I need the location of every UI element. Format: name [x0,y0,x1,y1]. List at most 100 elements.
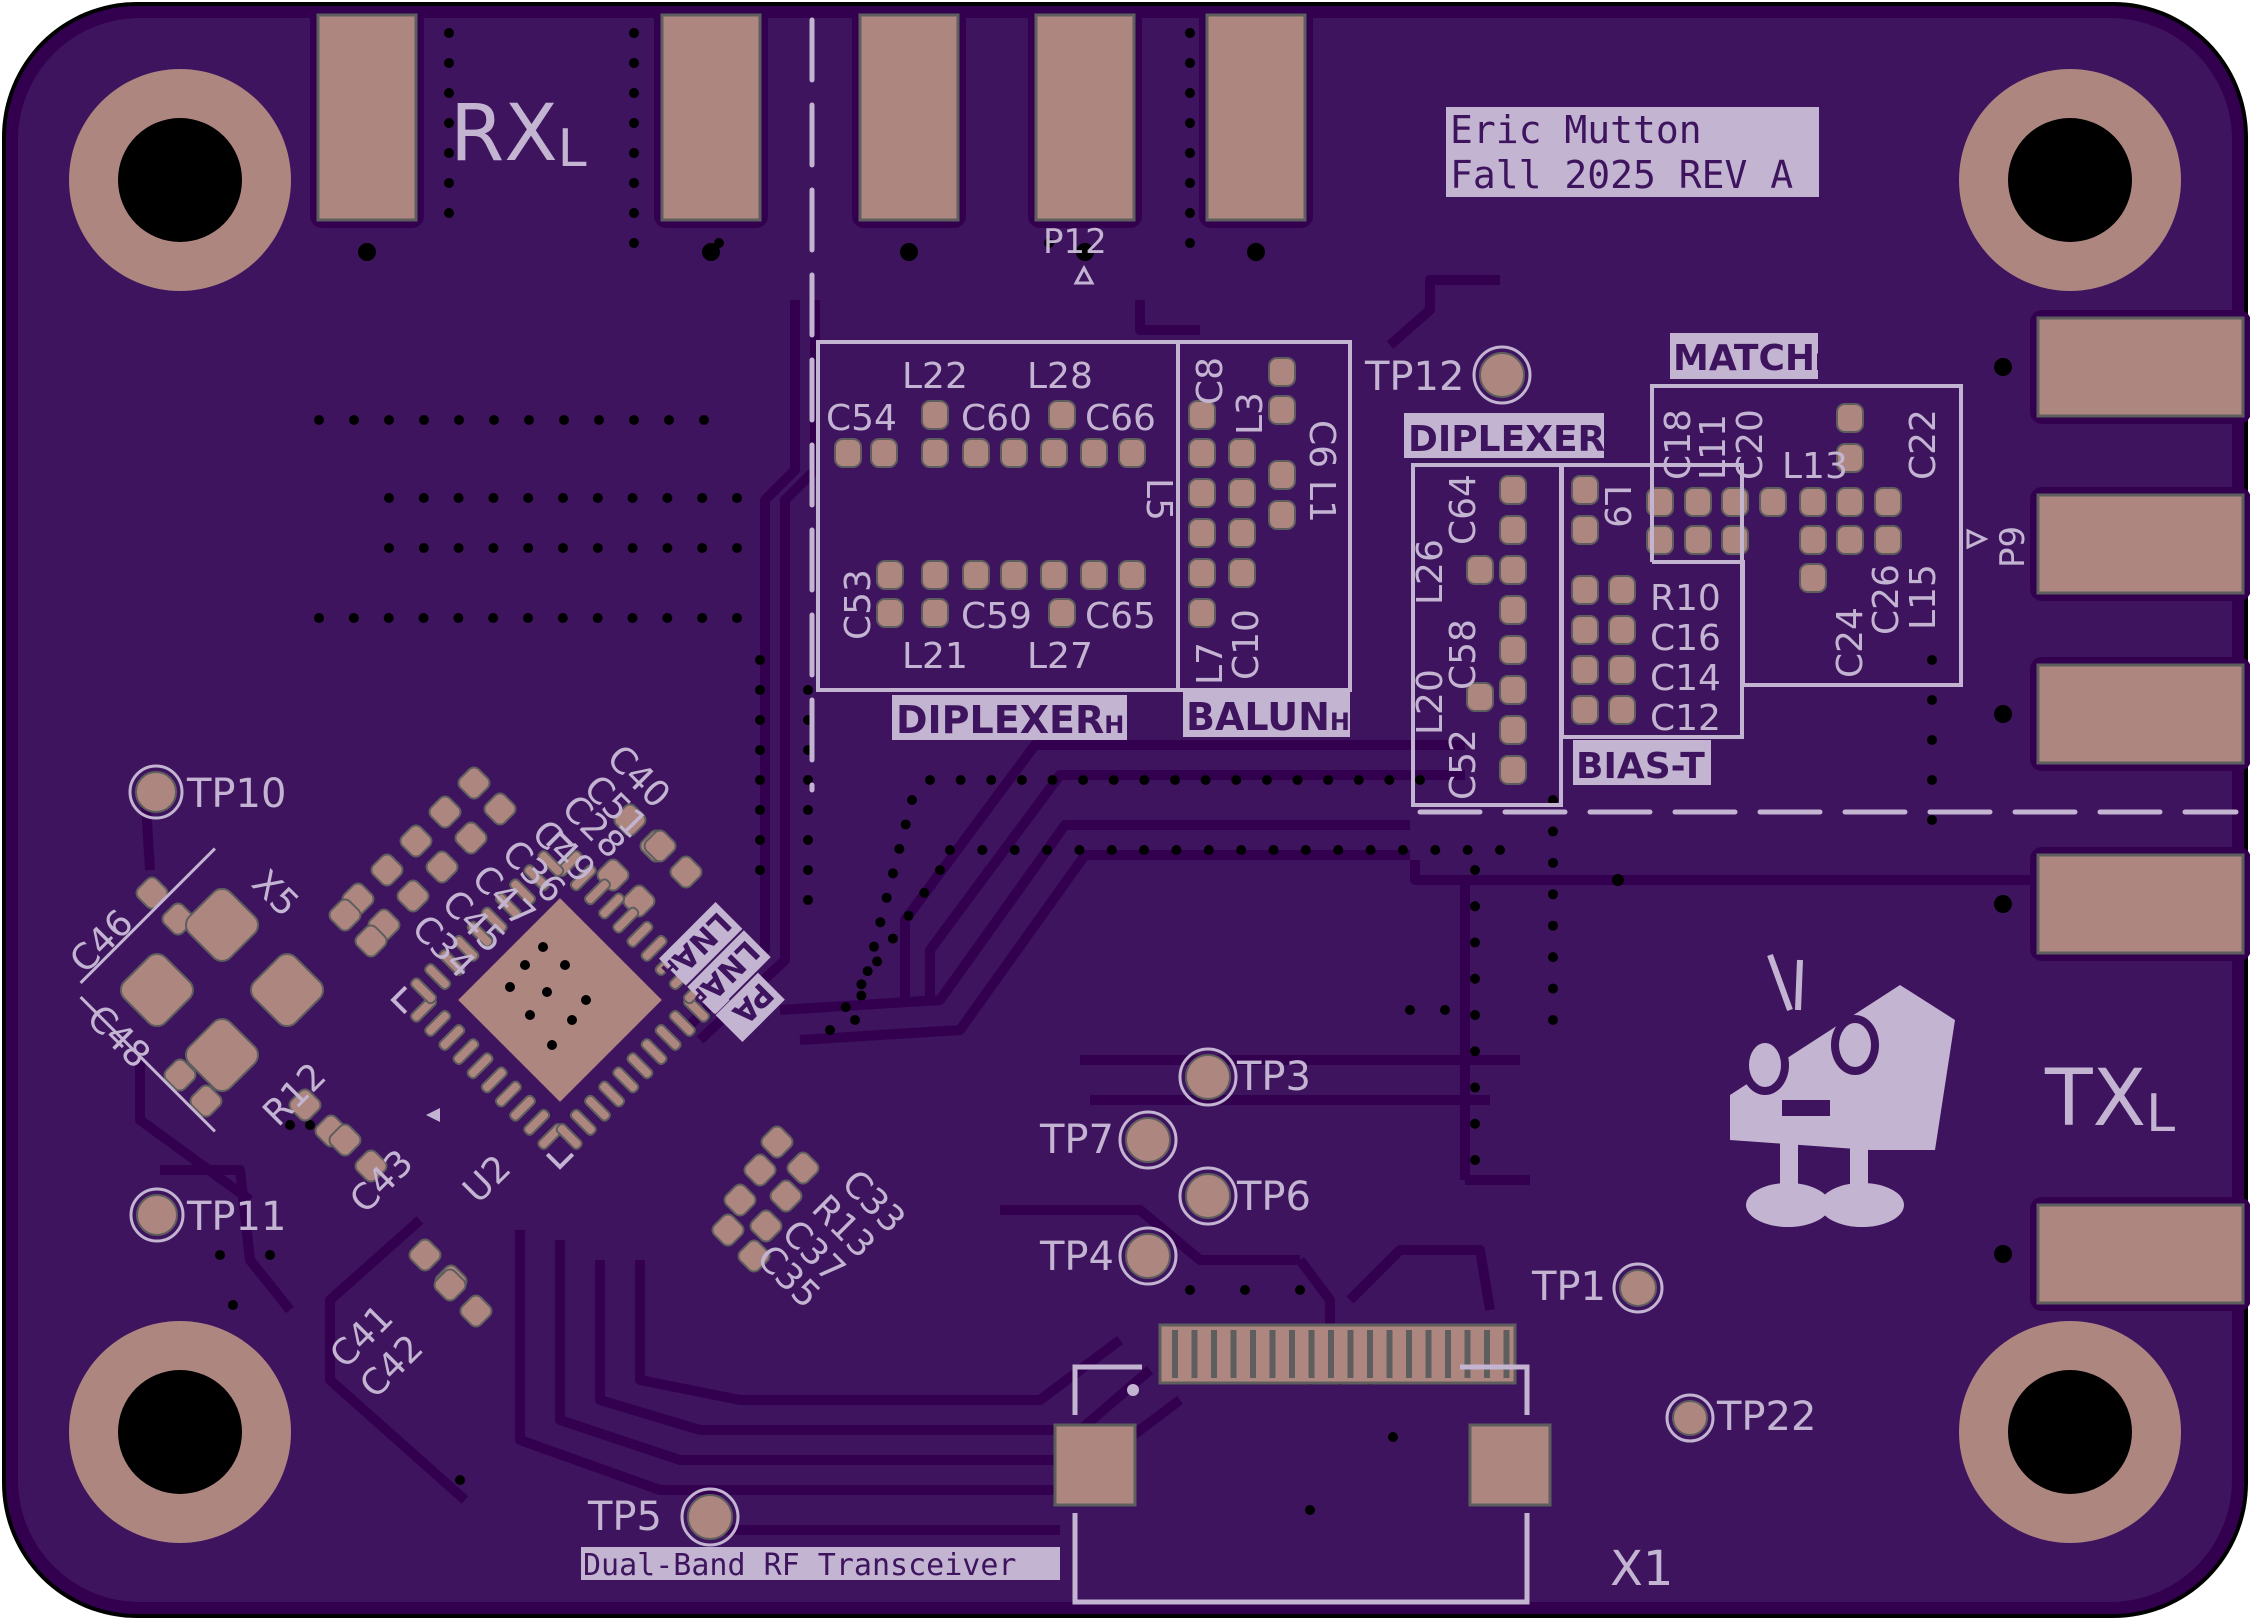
via [558,493,568,503]
smd-pad [876,598,904,628]
edge-connector-pads [310,7,2250,1311]
smd-pad [1571,615,1599,645]
test-point-label: TP7 [1039,1117,1114,1163]
designator-label: C54 [826,398,897,439]
designator-label: C14 [1650,658,1721,699]
via [1292,775,1303,785]
via [488,493,499,503]
ic-pin [410,977,438,1005]
via [453,493,464,503]
ic-pin [598,1080,626,1108]
thermal-via [525,1010,535,1020]
via [629,238,639,248]
via [1440,1005,1450,1015]
smd-pad [669,855,703,889]
via [629,118,639,128]
svg-text:DIPLEXERH: DIPLEXERH [1408,419,1624,460]
via [1548,952,1558,963]
via [305,1120,315,1130]
ic-u2-silk-corner [545,830,575,848]
via [1470,1010,1480,1020]
thermal-via [547,1040,557,1050]
via [444,148,454,158]
via [1994,1245,2012,1263]
smd-pad [428,795,462,829]
via [488,543,499,553]
designator-label: C10 [1226,609,1267,680]
via [523,493,534,503]
test-point-label: TP22 [1716,1394,1816,1440]
smd-pad [1759,487,1787,517]
crystal-x5 [79,847,325,1133]
via [664,415,674,425]
via [697,493,708,503]
via [1300,845,1311,855]
via [1495,845,1505,855]
smd-pad [1268,460,1296,490]
via [945,845,955,855]
test-point-pad [1125,1233,1171,1279]
edge-pad [2036,316,2245,418]
smd-pad [1499,595,1527,625]
revision-text: Fall 2025 REV A [1450,153,1793,197]
via [1612,874,1624,886]
via [1470,901,1480,912]
smd-pad [1188,478,1216,508]
designator-label: C65 [1085,596,1156,637]
smd-pad [1466,555,1494,585]
via [1470,937,1480,948]
via [1305,1505,1315,1515]
test-point-ring [1612,1262,1664,1314]
thermal-via [567,1015,577,1025]
designator-label: L11 [1693,414,1734,480]
smd-pad [643,829,677,863]
via [1009,845,1020,855]
via [755,775,765,785]
ic-pin [523,1108,551,1136]
smd-pad [921,598,949,628]
test-point-pad [1185,1054,1231,1100]
via [384,493,394,503]
ic-pin [640,1038,668,1066]
via [418,493,429,503]
ic-pin [569,1108,597,1136]
smd-pad [459,1294,493,1328]
ic-pin [466,920,494,948]
via [629,148,639,158]
via [1470,1046,1480,1057]
via [1397,845,1408,855]
via [1470,1082,1480,1093]
via [627,493,638,503]
connector-finger-gap [1250,1330,1256,1378]
designator-label: C24 [1830,607,1871,678]
smd-pad [1118,438,1146,468]
via [349,415,359,425]
p9-marker-icon [1966,528,1989,550]
smd-pad [760,1125,794,1159]
smd-pad [1228,518,1256,548]
via [444,58,454,68]
connector-finger-gap [1425,1330,1432,1378]
smd-pad [1188,598,1216,628]
title-block: Eric Mutton Fall 2025 REV A [1446,107,1819,197]
via [418,613,429,623]
test-point-label: TP6 [1236,1174,1311,1220]
designator-label: C64 [1443,474,1484,545]
via [523,543,534,553]
via [1203,845,1214,855]
section-label-balun: BALUNH [1183,692,1350,739]
via [955,775,966,785]
section-label-diplexer-right: DIPLEXERH [1404,413,1624,460]
smd-pad [876,560,904,590]
via [1927,735,1937,745]
via [1994,358,2012,376]
smd-pad [1836,487,1864,517]
via [418,543,429,553]
via [900,819,911,830]
via [1927,655,1937,665]
via [348,613,359,623]
connector-finger-gap [1269,1330,1276,1378]
via [755,865,765,875]
silk-outlines [809,17,2239,815]
smd-pad [1048,598,1076,628]
